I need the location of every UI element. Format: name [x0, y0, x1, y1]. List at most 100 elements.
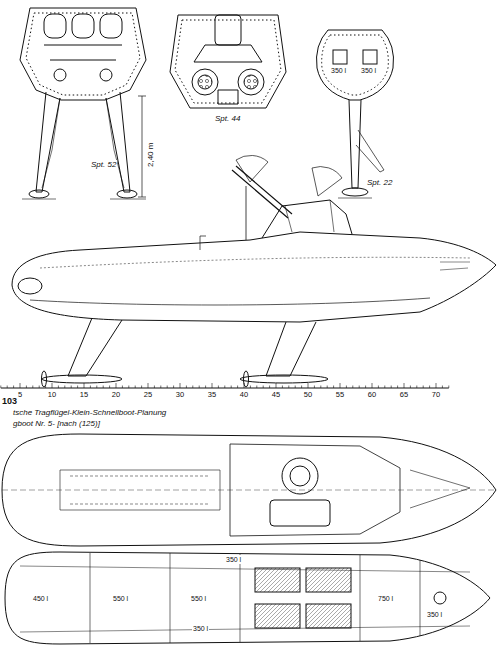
scale-tick: [352, 386, 353, 389]
caption-line: tsche Tragflügel-Klein-Schnellboot-Planu…: [12, 408, 167, 417]
scale-tick: [20, 383, 21, 388]
section-44: [170, 15, 286, 108]
scale-tick: [58, 386, 59, 389]
scale-tick: [218, 386, 219, 389]
scale-tick: [84, 383, 85, 388]
scale-number: 70: [431, 390, 441, 399]
scale-tick: [45, 386, 46, 389]
scale-tick: [141, 386, 142, 389]
scale-number: 45: [271, 390, 281, 399]
scale-tick: [372, 383, 373, 388]
scale-tick: [173, 386, 174, 389]
scale-number: 10: [47, 390, 57, 399]
scale-number: 35: [207, 390, 217, 399]
scale-tick: [359, 386, 360, 389]
scale-number: 65: [399, 390, 409, 399]
scale-tick: [308, 383, 309, 388]
scale-tick: [26, 386, 27, 389]
tank-label: 750 l: [377, 594, 394, 603]
scale-tick: [365, 386, 366, 389]
scale-tick: [448, 386, 449, 389]
scale-tick: [244, 383, 245, 388]
scale-number: 55: [335, 390, 345, 399]
scale-tick: [423, 386, 424, 389]
scale-tick: [116, 383, 117, 388]
tank-label: 350 l: [330, 66, 347, 75]
scale-tick: [186, 386, 187, 389]
scale-tick: [192, 386, 193, 389]
figure-number: 103: [1, 397, 18, 406]
scale-tick: [224, 386, 225, 389]
scale-tick: [180, 383, 181, 388]
scale-tick: [64, 386, 65, 389]
scale-tick: [282, 386, 283, 389]
scale-tick: [167, 386, 168, 389]
tank-label: 350 l: [192, 624, 209, 633]
scale-tick: [410, 386, 411, 389]
tank-label: 350 l: [360, 66, 377, 75]
scale-number: 15: [79, 390, 89, 399]
scale-tick: [199, 386, 200, 389]
scale-tick: [250, 386, 251, 389]
scale-tick: [231, 386, 232, 389]
plan-interior: [5, 552, 490, 644]
scale-tick: [96, 386, 97, 389]
scale-tick: [109, 386, 110, 389]
scale-tick: [103, 386, 104, 389]
scale-tick: [320, 386, 321, 389]
scale-tick: [52, 383, 53, 388]
scale-tick: [135, 386, 136, 389]
scale-number: 60: [367, 390, 377, 399]
scale-tick: [429, 386, 430, 389]
scale-tick: [288, 386, 289, 389]
scale-tick: [391, 386, 392, 389]
scale-tick: [0, 386, 1, 389]
scale-tick: [160, 386, 161, 389]
section-label: Spt. 52: [90, 160, 117, 169]
scale-tick: [301, 386, 302, 389]
scale-tick: [346, 386, 347, 389]
scale-tick: [340, 383, 341, 388]
scale-tick: [295, 386, 296, 389]
tank-label: 550 l: [112, 594, 129, 603]
scale-tick: [442, 386, 443, 389]
section-22: [316, 30, 393, 198]
scale-tick: [77, 386, 78, 389]
scale-tick: [404, 383, 405, 388]
scale-tick: [13, 386, 14, 389]
scale-number: 50: [303, 390, 313, 399]
scale-tick: [39, 386, 40, 389]
plan-deck: [2, 434, 496, 546]
caption-line: gboot Nr. 5- [nach (125)]: [12, 419, 101, 428]
scale-tick: [237, 386, 238, 389]
scale-tick: [416, 386, 417, 389]
tank-label: 350 l: [225, 555, 242, 564]
tank-label: 550 l: [190, 594, 207, 603]
scale-tick: [269, 386, 270, 389]
section-label: Spt. 44: [214, 114, 241, 123]
scale-tick: [256, 386, 257, 389]
scale-number: 40: [239, 390, 249, 399]
scale-number: 20: [111, 390, 121, 399]
scale-tick: [122, 386, 123, 389]
scale-tick: [384, 386, 385, 389]
scale-tick: [71, 386, 72, 389]
scale-tick: [378, 386, 379, 389]
scale-tick: [7, 386, 8, 389]
scale-tick: [205, 386, 206, 389]
scale-tick: [128, 386, 129, 389]
scale-tick: [327, 386, 328, 389]
scale-tick: [263, 386, 264, 389]
scale-tick: [154, 386, 155, 389]
scale-tick: [148, 383, 149, 388]
scale-tick: [32, 386, 33, 389]
scale-tick: [212, 383, 213, 388]
scale-tick: [397, 386, 398, 389]
scale-tick: [333, 386, 334, 389]
section-52: [20, 8, 146, 199]
side-view: [12, 155, 496, 387]
tank-label: 350 l: [426, 610, 443, 619]
scale-number: 30: [175, 390, 185, 399]
scale-tick: [314, 386, 315, 389]
